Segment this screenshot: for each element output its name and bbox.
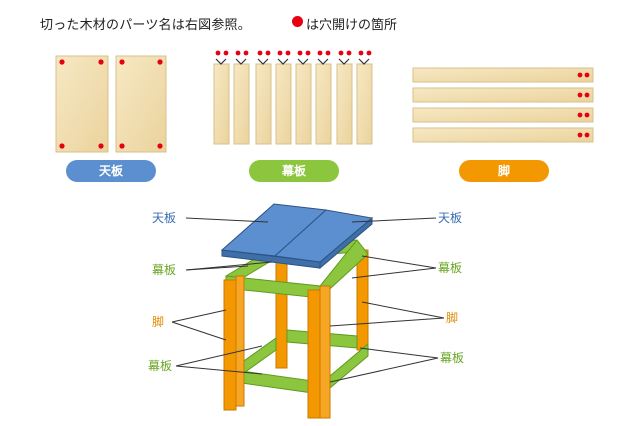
ashi-board [412, 87, 594, 103]
makuita-parts [213, 50, 373, 145]
callout-makuita-upper-right: 幕板 [438, 261, 462, 275]
stool-assembly [220, 203, 374, 419]
instruction-text: 切った木材のパーツ名は右図参照。 [40, 18, 251, 33]
top-board-right [273, 209, 374, 263]
hole-marker [119, 59, 125, 65]
hole-marker-legend-icon [292, 16, 303, 27]
makuita-board [275, 50, 292, 145]
leg-back-left [275, 257, 288, 369]
makuita-board [356, 50, 373, 145]
makuita-board [336, 50, 353, 145]
hole-marker [59, 59, 65, 65]
hole-marker [59, 143, 65, 149]
hole-marker [157, 59, 163, 65]
makuita-board [295, 50, 312, 145]
callout-tenban-left: 天板 [152, 211, 176, 225]
tenban-board-right [115, 55, 167, 153]
hole-marker [98, 59, 104, 65]
leg-front-right-side [319, 285, 331, 419]
callout-ashi-left: 脚 [152, 314, 164, 329]
leg-back-right [356, 249, 369, 351]
callout-makuita-lower-left: 幕板 [148, 359, 172, 373]
makuita-board [233, 50, 250, 145]
makuita-board [213, 50, 230, 145]
leg-front-left [223, 279, 237, 411]
tenban-label-pill: 天板 [66, 160, 156, 182]
leg-front-right [307, 289, 321, 419]
ashi-parts [412, 67, 594, 143]
tenban-board-left [55, 55, 109, 153]
lower-apron-right [329, 342, 369, 390]
hole-marker [119, 143, 125, 149]
hole-marker [157, 143, 163, 149]
tenban-parts [55, 55, 167, 153]
hole-marker [98, 143, 104, 149]
makuita-label-pill: 幕板 [249, 160, 339, 182]
ashi-label-pill: 脚 [459, 160, 549, 182]
callout-ashi-right: 脚 [446, 310, 458, 325]
ashi-board [412, 67, 594, 83]
ashi-board [412, 107, 594, 123]
leader-lines [171, 217, 445, 383]
lower-apron-front [233, 369, 321, 395]
callout-makuita-upper-left: 幕板 [152, 263, 176, 277]
makuita-board [255, 50, 272, 145]
callout-tenban-right: 天板 [438, 211, 462, 225]
makuita-board [315, 50, 332, 145]
leg-front-left-side [235, 275, 245, 407]
callout-makuita-lower-right: 幕板 [440, 351, 464, 365]
hole-legend-text: は穴開けの箇所 [306, 18, 398, 33]
ashi-board [412, 127, 594, 143]
